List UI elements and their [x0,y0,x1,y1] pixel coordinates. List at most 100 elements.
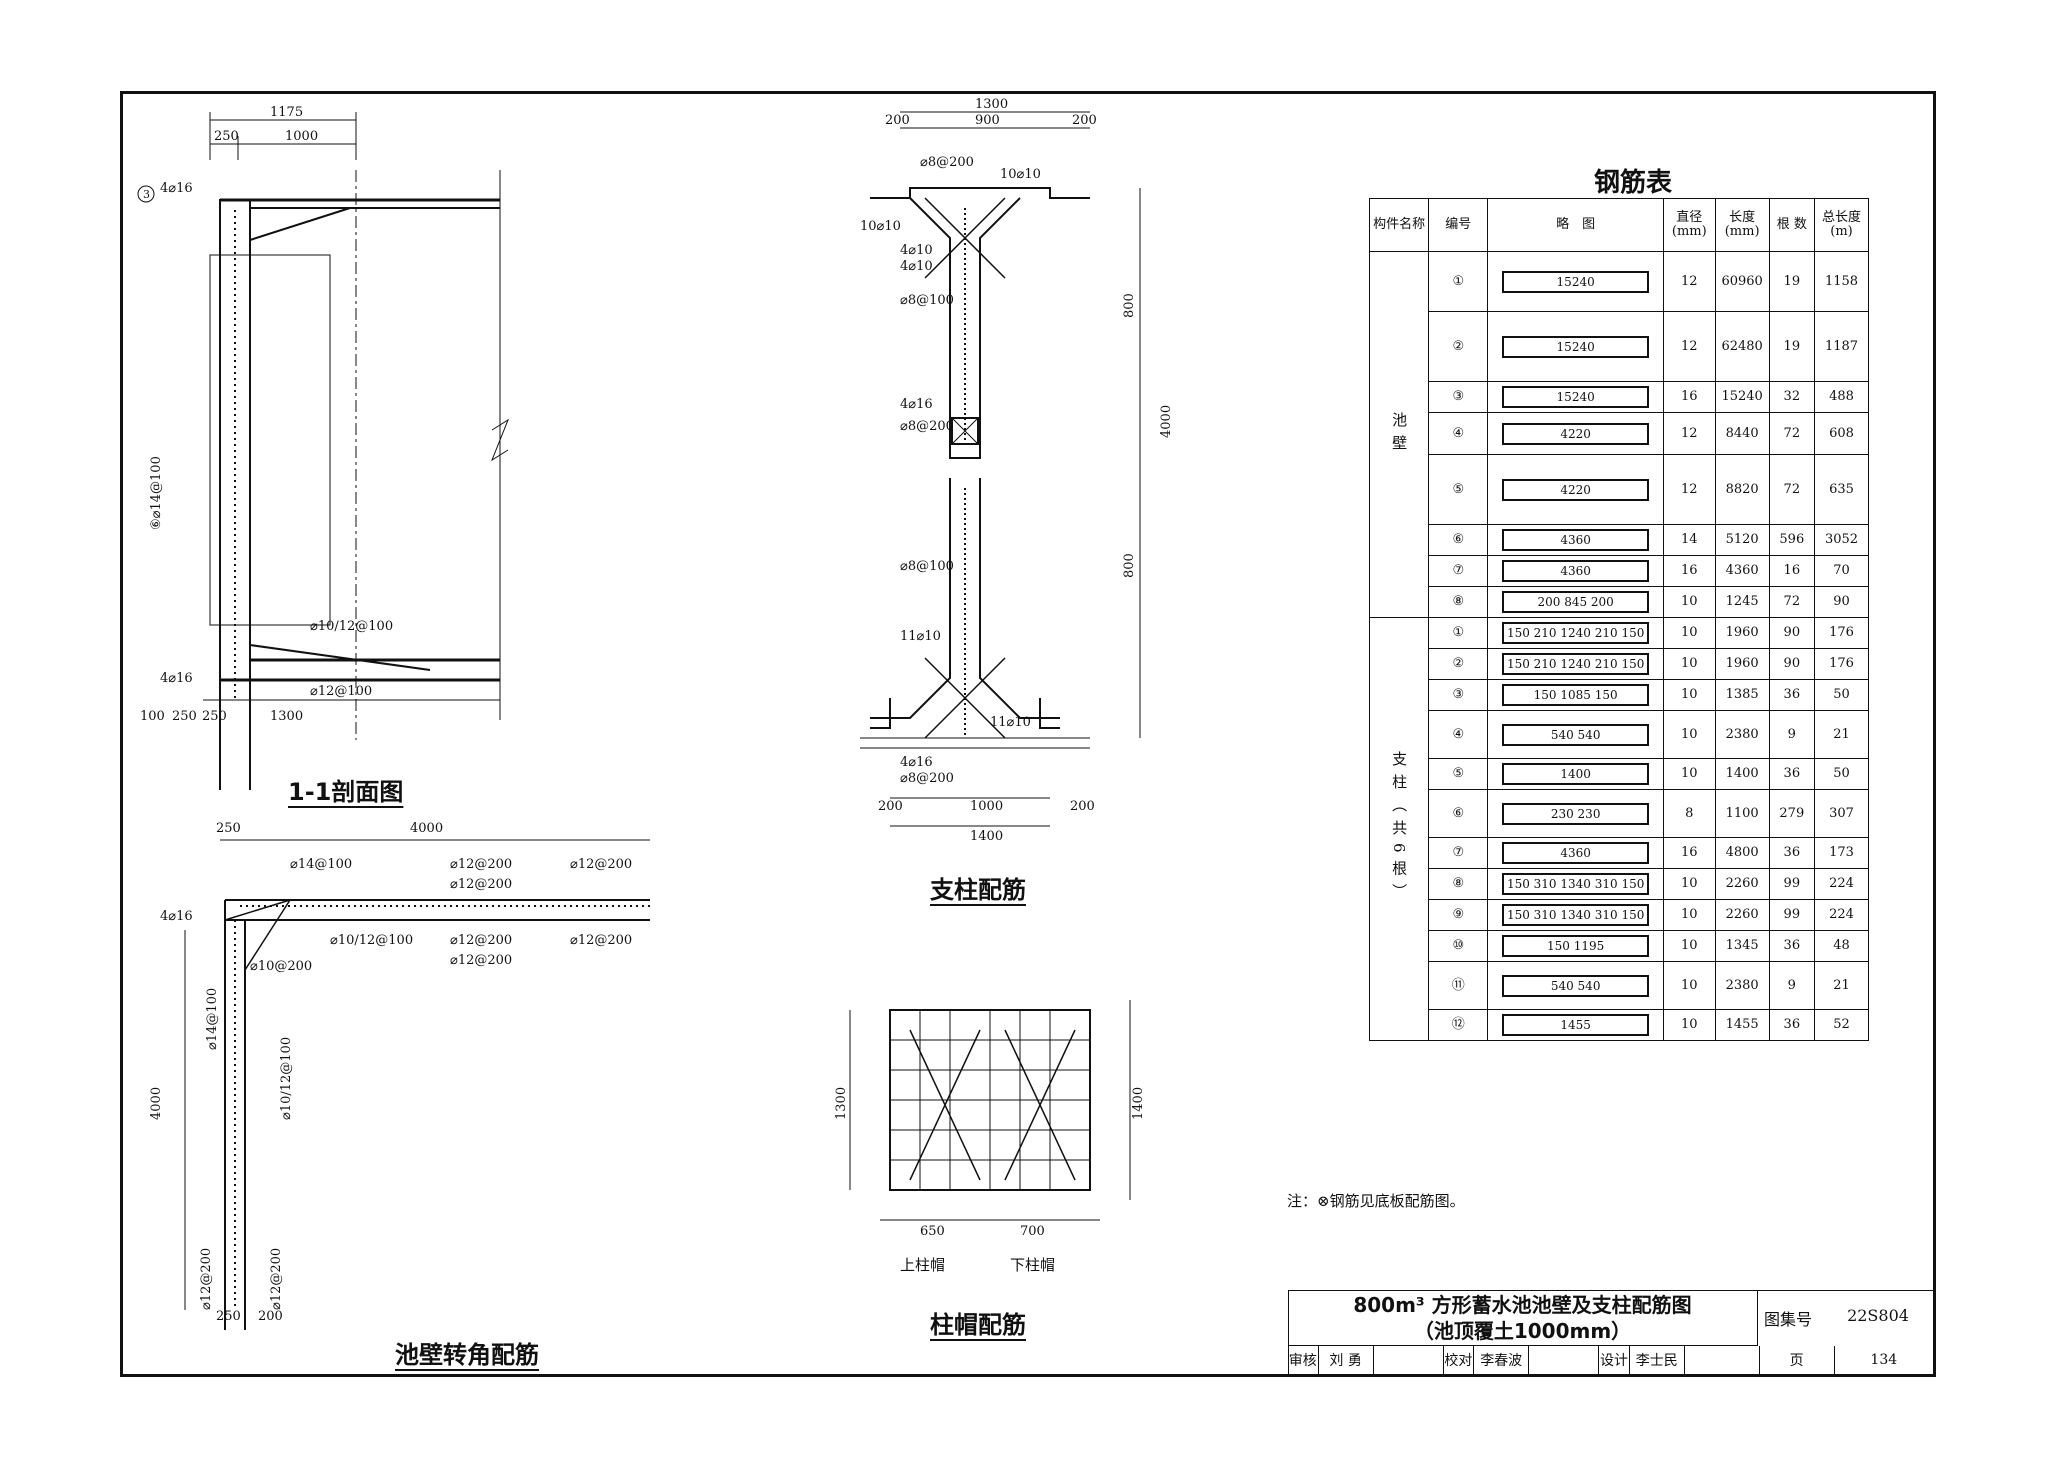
length-cell: 8820 [1714,454,1770,525]
bar-sketch-cell: 4360 [1487,837,1664,869]
count-cell: 72 [1768,412,1816,455]
count-cell: 596 [1768,524,1816,556]
total-length-cell: 1187 [1814,311,1869,382]
atlas-number: 22S804 [1847,1306,1909,1325]
bar-sketch-cell: 4360 [1487,524,1664,556]
diameter-cell: 10 [1662,617,1716,649]
total-length-cell: 3052 [1814,524,1869,556]
svg-text:900: 900 [975,113,1000,128]
count-cell: 9 [1768,710,1816,759]
length-cell: 4360 [1714,555,1770,587]
total-length-cell: 21 [1814,710,1869,759]
svg-text:1300: 1300 [975,98,1008,112]
bar-sketch-cell: 4360 [1487,555,1664,587]
section-1-1-drawing: 1175 250 1000 150 4000 3 4⌀16 4⌀16 ⑥⌀14@… [137,105,510,790]
header-cell: 构件名称 [1368,198,1430,252]
total-length-cell: 173 [1814,837,1869,869]
svg-text:4⌀10: 4⌀10 [900,259,933,274]
diameter-cell: 16 [1662,837,1716,869]
total-length-cell: 1158 [1814,251,1869,312]
count-cell: 19 [1768,251,1816,312]
header-cell: 直径(mm) [1662,198,1716,252]
svg-text:⌀8@200: ⌀8@200 [920,155,974,170]
svg-text:200: 200 [258,1309,283,1324]
diameter-cell: 10 [1662,868,1716,900]
column-drawing: 1300 200 900 200 800 4000 800 200 1000 2… [860,98,1174,844]
length-cell: 1960 [1714,617,1770,649]
svg-text:下柱帽: 下柱帽 [1010,1256,1055,1274]
bar-sketch-cell: 150 210 1240 210 150 [1487,648,1664,680]
total-length-cell: 224 [1814,868,1869,900]
svg-text:⌀8@100: ⌀8@100 [900,559,954,574]
svg-text:1400: 1400 [1131,1087,1146,1120]
diameter-cell: 12 [1662,412,1716,455]
svg-text:250: 250 [216,821,241,836]
diameter-cell: 10 [1662,930,1716,962]
svg-text:⌀12@200: ⌀12@200 [450,933,512,948]
column-label: 支柱配筋 [930,876,1026,904]
svg-text:⑥⌀14@100: ⑥⌀14@100 [149,456,164,530]
svg-text:4⌀10: 4⌀10 [900,243,933,258]
bar-number-cell: ⑨ [1428,899,1489,931]
total-length-cell: 21 [1814,961,1869,1010]
length-cell: 62480 [1714,311,1770,382]
atlas-label: 图集号 [1763,1310,1812,1329]
svg-text:1000: 1000 [285,129,318,144]
diameter-cell: 10 [1662,710,1716,759]
svg-text:⌀14@100: ⌀14@100 [290,857,352,872]
length-cell: 1400 [1714,758,1770,790]
svg-text:上柱帽: 上柱帽 [900,1256,945,1274]
bar-sketch-cell: 540 540 [1487,961,1664,1010]
count-cell: 279 [1768,789,1816,838]
length-cell: 15240 [1714,381,1770,413]
svg-text:1175: 1175 [270,105,303,120]
header-cell: 总长度(m) [1814,198,1869,252]
count-cell: 36 [1768,837,1816,869]
count-cell: 36 [1768,679,1816,711]
svg-text:4⌀16: 4⌀16 [160,909,193,924]
total-length-cell: 176 [1814,617,1869,649]
svg-text:4000: 4000 [1159,405,1174,438]
bar-sketch-cell: 150 1085 150 [1487,679,1664,711]
total-length-cell: 70 [1814,555,1869,587]
group-name-cell: 支柱（共6根） [1368,617,1430,1041]
svg-text:⌀12@200: ⌀12@200 [450,877,512,892]
svg-text:3: 3 [143,188,150,201]
count-cell: 99 [1768,899,1816,931]
svg-text:700: 700 [1020,1224,1045,1239]
bar-number-cell: ⑤ [1428,758,1489,790]
bar-number-cell: ③ [1428,381,1489,413]
svg-text:200: 200 [1072,113,1097,128]
count-cell: 99 [1768,868,1816,900]
count-cell: 90 [1768,617,1816,649]
svg-text:4⌀16: 4⌀16 [900,755,933,770]
diameter-cell: 8 [1662,789,1716,838]
svg-text:1300: 1300 [270,709,303,724]
title-block: 800m³ 方形蓄水池池壁及支柱配筋图 （池顶覆土1000mm） 图集号 22S… [1288,1290,1933,1374]
length-cell: 1455 [1714,1009,1770,1041]
count-cell: 72 [1768,454,1816,525]
bar-sketch-cell: 4220 [1487,412,1664,455]
bar-sketch-cell: 200 845 200 [1487,586,1664,618]
diameter-cell: 12 [1662,251,1716,312]
svg-text:4⌀16: 4⌀16 [900,397,933,412]
svg-text:1400: 1400 [970,829,1003,844]
svg-text:4⌀16: 4⌀16 [160,671,193,686]
bar-number-cell: ⑥ [1428,789,1489,838]
bar-number-cell: ② [1428,648,1489,680]
count-cell: 36 [1768,1009,1816,1041]
bar-number-cell: ① [1428,617,1489,649]
